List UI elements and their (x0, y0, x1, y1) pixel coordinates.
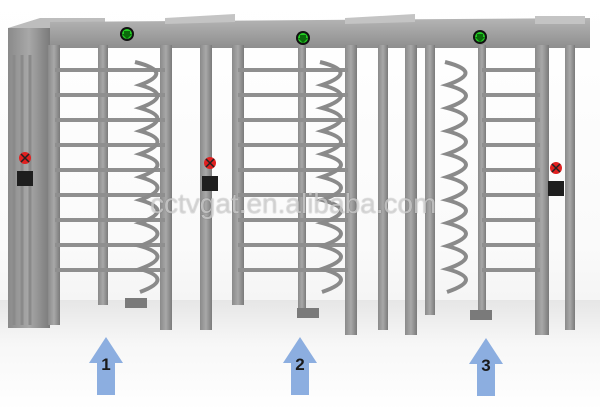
lane-3-arrow-icon: 3 (469, 338, 503, 396)
watermark: cctvgat.en.alibaba.com (150, 188, 437, 219)
lane-2-number: 2 (295, 355, 305, 374)
green-arrow-indicator-icon (120, 27, 487, 45)
lane-1-arrow-icon: 1 (89, 337, 123, 395)
lane-1-number: 1 (101, 355, 111, 374)
lane-3-number: 3 (481, 356, 491, 375)
red-x-reader-icon (17, 152, 564, 196)
lane-2-arrow-icon: 2 (283, 337, 317, 395)
